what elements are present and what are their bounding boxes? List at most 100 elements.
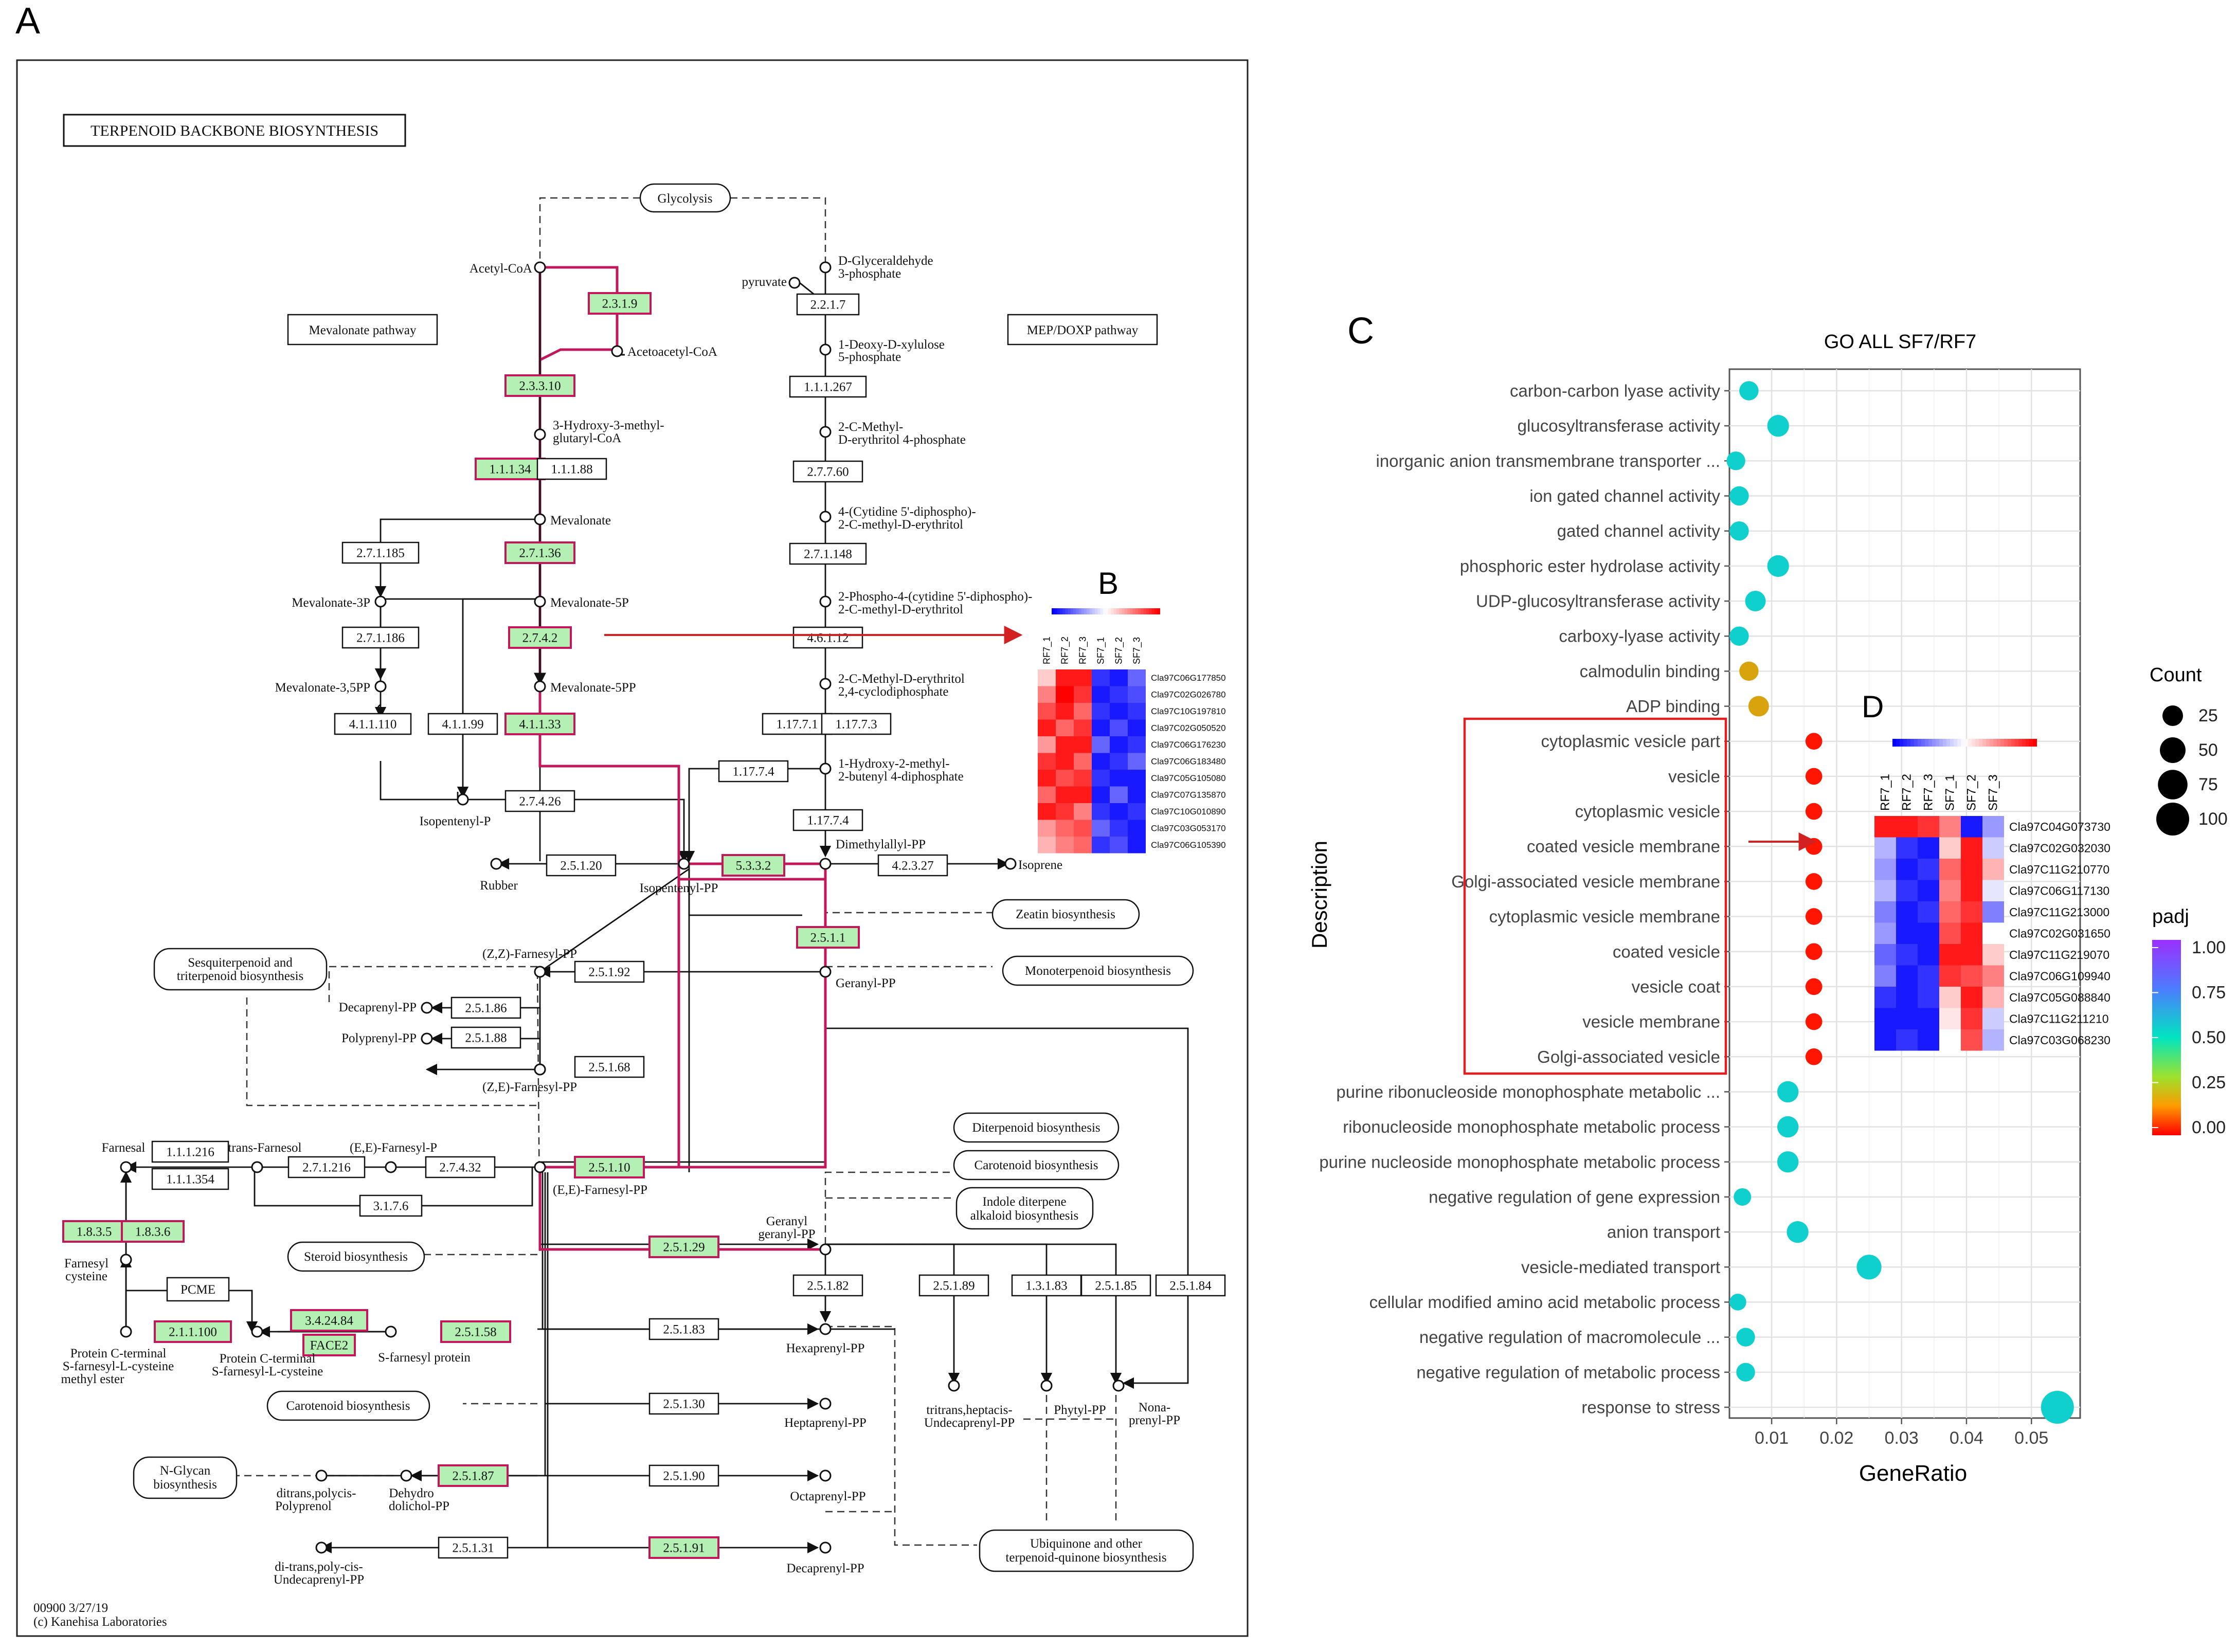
enzyme-box-e25191: 2.5.1.91 bbox=[648, 1536, 719, 1559]
heatmap-d-cell bbox=[1961, 859, 1982, 880]
heatmap-d-key-cell bbox=[1932, 739, 1936, 747]
compound-acetoacetyl-coa: Acetoacetyl-CoA bbox=[627, 345, 717, 359]
size-legend-title: Count bbox=[2150, 664, 2202, 686]
heatmap-b-cell bbox=[1092, 669, 1110, 686]
compound-pcs-1: Protein C-terminal bbox=[220, 1352, 316, 1366]
heatmap-d-key-cell bbox=[1950, 739, 1954, 747]
compound-ditrans-poly-1: di-trans,poly-cis- bbox=[275, 1560, 363, 1574]
enzyme-box-e342484: 3.4.24.84 bbox=[290, 1309, 368, 1332]
heatmap-b-cell bbox=[1092, 820, 1110, 837]
heatmap-d-cell bbox=[1939, 965, 1961, 987]
heatmap-d-cell bbox=[1874, 837, 1896, 859]
enzyme-label: 2.3.1.9 bbox=[602, 297, 638, 311]
size-legend-dot bbox=[2160, 737, 2186, 763]
heatmap-b-cell bbox=[1110, 736, 1128, 753]
heatmap-b-key-cell bbox=[1143, 608, 1147, 614]
enzyme-label: 2.5.1.90 bbox=[663, 1469, 705, 1483]
enzyme-label: 2.7.1.185 bbox=[356, 547, 405, 560]
heatmap-d-key-cell bbox=[1910, 739, 1915, 747]
enzyme-box-e42327: 4.2.3.27 bbox=[877, 854, 948, 877]
enzyme-box-e5332: 5.3.3.2 bbox=[721, 854, 785, 877]
y-tick-label: cytoplasmic vesicle part bbox=[1541, 732, 1720, 751]
heatmap-d-cell bbox=[1874, 901, 1896, 923]
enzyme-box-e23310: 2.3.3.10 bbox=[504, 374, 575, 397]
heatmap-d-cell bbox=[1939, 901, 1961, 923]
data-point bbox=[1736, 1328, 1755, 1347]
heatmap-b-cell bbox=[1092, 786, 1110, 803]
compound-dxp-2: 5-phosphate bbox=[838, 350, 901, 364]
compound-mep-2: D-erythritol 4-phosphate bbox=[838, 433, 966, 447]
heatmap-b-cell bbox=[1092, 753, 1110, 770]
heatmap-b-row-label: Cla97C10G197810 bbox=[1151, 706, 1226, 716]
heatmap-d-row-label: Cla97C11G210770 bbox=[2009, 863, 2109, 876]
heatmap-b-key-cell bbox=[1097, 608, 1101, 614]
compound-hexaprenyl-pp: Hexaprenyl-PP bbox=[786, 1341, 865, 1355]
compound-trans-farnesol: trans-Farnesol bbox=[228, 1141, 301, 1155]
enzyme-label: 4.1.1.33 bbox=[519, 718, 561, 732]
pathway-nglycan-2: biosynthesis bbox=[153, 1478, 217, 1492]
heatmap-d-key-cell bbox=[1979, 739, 1983, 747]
x-axis-label: GeneRatio bbox=[1859, 1461, 1967, 1486]
enzyme-box-e211100: 2.1.1.100 bbox=[154, 1320, 232, 1343]
heatmap-d-cell bbox=[1896, 965, 1918, 987]
enzyme-label: 1.17.7.4 bbox=[732, 765, 774, 779]
heatmap-d-key-cell bbox=[1968, 739, 1972, 747]
heatmap-d-cell bbox=[1961, 922, 1982, 944]
heatmap-b-column-label: SF7_2 bbox=[1114, 637, 1125, 664]
heatmap-b-key-cell bbox=[1062, 608, 1066, 614]
heatmap-b-cell bbox=[1056, 837, 1074, 854]
heatmap-b-key-cell bbox=[1141, 608, 1144, 614]
heatmap-d-cell bbox=[1961, 837, 1982, 859]
heatmap-d-cell bbox=[1918, 837, 1939, 859]
compound-pct-ester-2: S-farnesyl-L-cysteine bbox=[63, 1359, 174, 1373]
heatmap-b-cell bbox=[1128, 786, 1146, 803]
compound-farnesyl-cysteine-2: cysteine bbox=[65, 1269, 107, 1283]
y-tick-label: carbon-carbon lyase activity bbox=[1510, 382, 1721, 401]
enzyme-label: 2.2.1.7 bbox=[810, 298, 846, 312]
heatmap-d-cell bbox=[1918, 1008, 1939, 1029]
heatmap-b-key-cell bbox=[1135, 608, 1139, 614]
size-legend-label: 75 bbox=[2198, 775, 2218, 794]
heatmap-d-key-cell bbox=[1957, 739, 1961, 747]
compound-tritrans-1: tritrans,heptacis- bbox=[926, 1403, 1012, 1417]
compound-mevalonate-5pp: Mevalonate-5PP bbox=[550, 681, 636, 695]
enzyme-box-e27426: 2.7.4.26 bbox=[504, 790, 575, 812]
heatmap-b-cell bbox=[1038, 719, 1056, 736]
compound-ee-farnesyl-pp: (E,E)-Farnesyl-PP bbox=[553, 1183, 647, 1197]
enzyme-box-e25131: 2.5.1.31 bbox=[438, 1536, 509, 1559]
heatmap-d-cell bbox=[1896, 944, 1918, 966]
heatmap-b-cell bbox=[1110, 753, 1128, 770]
heatmap-d-cell bbox=[1982, 901, 2004, 923]
pathway-carotenoid-2: Carotenoid biosynthesis bbox=[286, 1399, 410, 1413]
y-tick-label: ribonucleoside monophosphate metabolic p… bbox=[1343, 1117, 1720, 1136]
heatmap-b-cell bbox=[1038, 803, 1056, 820]
enzyme-label: 2.5.1.91 bbox=[663, 1541, 705, 1555]
compound-nona-1: Nona- bbox=[1139, 1401, 1170, 1414]
heatmap-b-cell bbox=[1074, 719, 1092, 736]
y-tick-label: anion transport bbox=[1607, 1223, 1720, 1242]
heatmap-b-row-label: Cla97C06G177850 bbox=[1151, 673, 1226, 683]
heatmap-d-color-key bbox=[1892, 739, 2037, 747]
data-point bbox=[1777, 1116, 1799, 1138]
enzyme-label: 2.7.7.60 bbox=[807, 465, 849, 479]
compound-isoprene: Isoprene bbox=[1018, 858, 1062, 872]
heatmap-d-cell bbox=[1939, 944, 1961, 966]
enzyme-label: 1.17.7.3 bbox=[835, 718, 877, 732]
data-point bbox=[1805, 733, 1823, 750]
compound-hmbpp-1: 1-Hydroxy-2-methyl- bbox=[838, 757, 950, 771]
heatmap-d-row-label: Cla97C11G213000 bbox=[2009, 905, 2109, 919]
heatmap-d-row-label: Cla97C02G032030 bbox=[2009, 841, 2110, 855]
enzyme-label: 4.6.1.12 bbox=[807, 631, 849, 645]
heatmap-b-key-cell bbox=[1111, 608, 1114, 614]
enzyme-box-e25185: 2.5.1.85 bbox=[1080, 1274, 1151, 1297]
heatmap-b-key-cell bbox=[1151, 608, 1155, 614]
heatmap-b-key-cell bbox=[1070, 608, 1074, 614]
heatmap-b-row-label: Cla97C02G026780 bbox=[1151, 689, 1226, 699]
enzyme-label: 2.7.4.2 bbox=[522, 631, 558, 645]
heatmap-b-cell bbox=[1128, 770, 1146, 787]
y-tick-label: carboxy-lyase activity bbox=[1559, 627, 1720, 646]
enzyme-box-e27136: 2.7.1.36 bbox=[504, 541, 575, 564]
kegg-title: TERPENOID BACKBONE BIOSYNTHESIS bbox=[91, 122, 378, 139]
heatmap-b-cell bbox=[1110, 820, 1128, 837]
heatmap-b-key-cell bbox=[1130, 608, 1133, 614]
